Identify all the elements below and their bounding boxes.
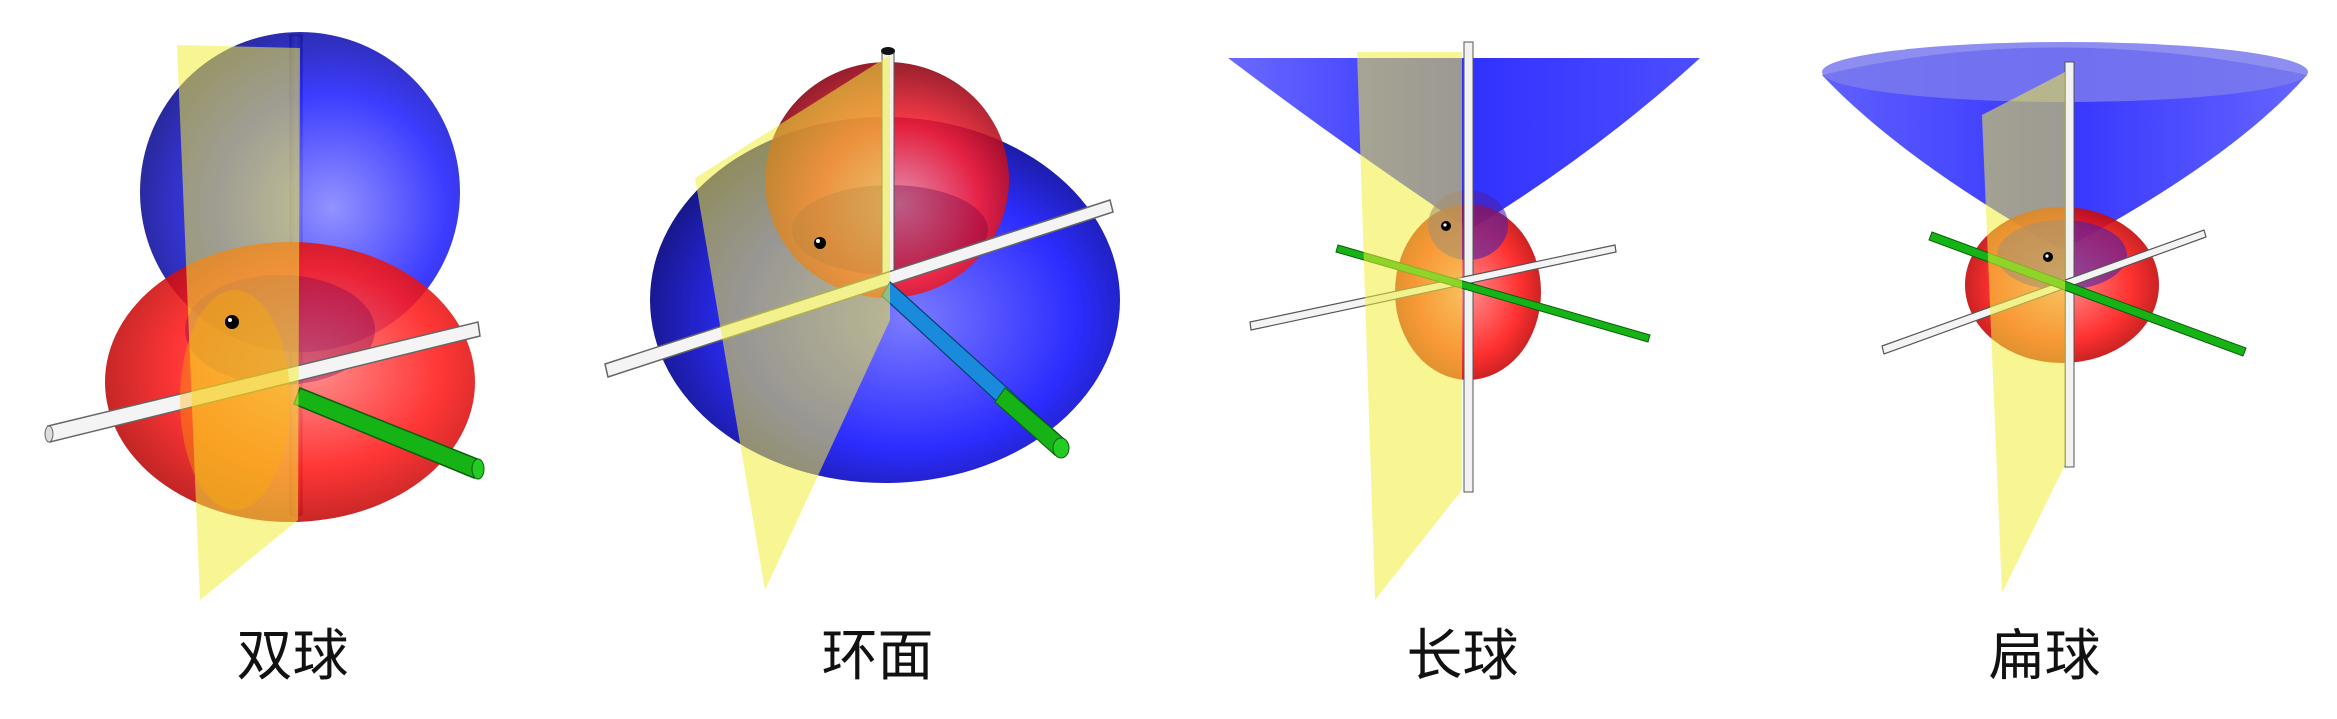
caption-bispherical: 双球 <box>236 624 349 689</box>
panel-oblate: 扁球 <box>1752 0 2337 719</box>
caption-prolate: 长球 <box>1406 624 1519 689</box>
toroidal-illustration <box>604 47 1120 590</box>
yellow-plane <box>1982 72 2065 593</box>
panel-bispherical: 双球 <box>0 0 585 719</box>
prolate-illustration <box>1228 41 1700 600</box>
z-axis <box>1463 41 1474 493</box>
panel-prolate: 长球 <box>1170 0 1755 719</box>
panel-toroidal: 环面 <box>585 0 1170 719</box>
caption-oblate: 扁球 <box>1988 624 2101 689</box>
bispherical-illustration <box>44 32 485 600</box>
yellow-plane <box>1357 52 1462 600</box>
caption-toroidal: 环面 <box>821 624 934 689</box>
focal-point <box>814 237 826 249</box>
focal-point <box>225 315 239 329</box>
yellow-plane <box>695 55 890 590</box>
z-axis <box>2064 61 2075 468</box>
oblate-illustration <box>1822 42 2308 593</box>
